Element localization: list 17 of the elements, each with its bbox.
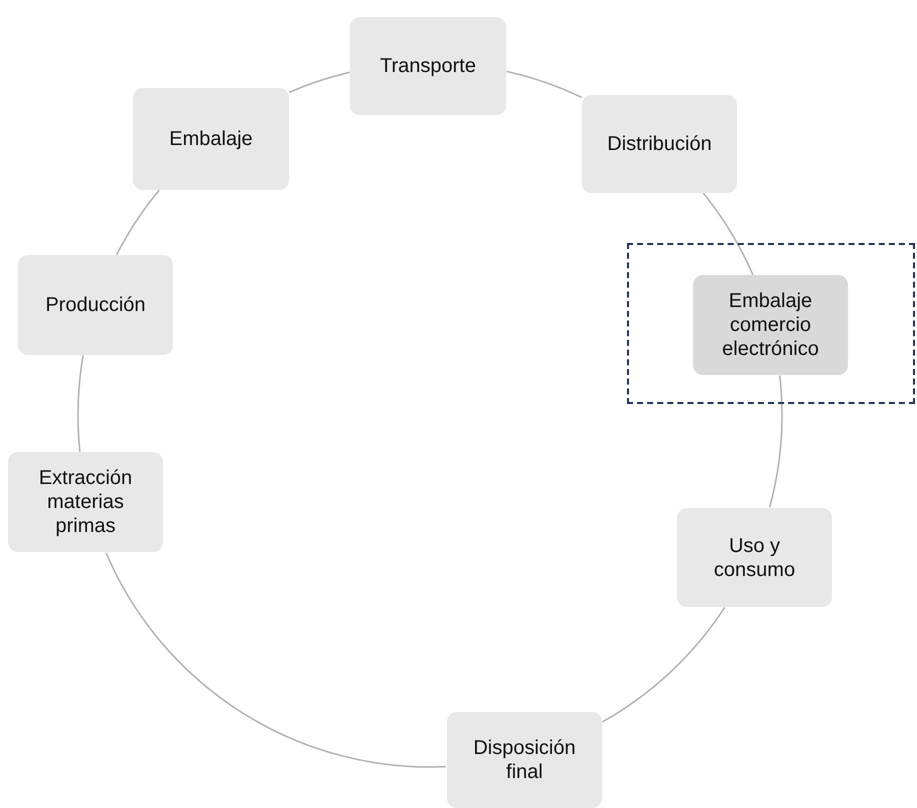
- connector-line: [77, 355, 84, 452]
- process-box: Embalaje: [133, 88, 289, 190]
- connector-line: [768, 376, 783, 508]
- process-box: Embalaje comercio electrónico: [693, 275, 848, 375]
- process-box: Extracción materias primas: [8, 452, 163, 552]
- process-box: Producción: [18, 255, 173, 355]
- connector-line: [506, 70, 582, 98]
- connector-line: [116, 190, 160, 256]
- process-box: Distribución: [582, 95, 737, 193]
- connector-line: [702, 192, 754, 276]
- connector-line: [602, 606, 726, 722]
- connector-line: [288, 72, 350, 94]
- process-box: Uso y consumo: [677, 508, 832, 607]
- process-box: Disposición final: [447, 712, 602, 808]
- dashed-highlight-frame: [627, 243, 915, 404]
- process-box: Transporte: [350, 17, 506, 115]
- connector-line: [105, 552, 446, 768]
